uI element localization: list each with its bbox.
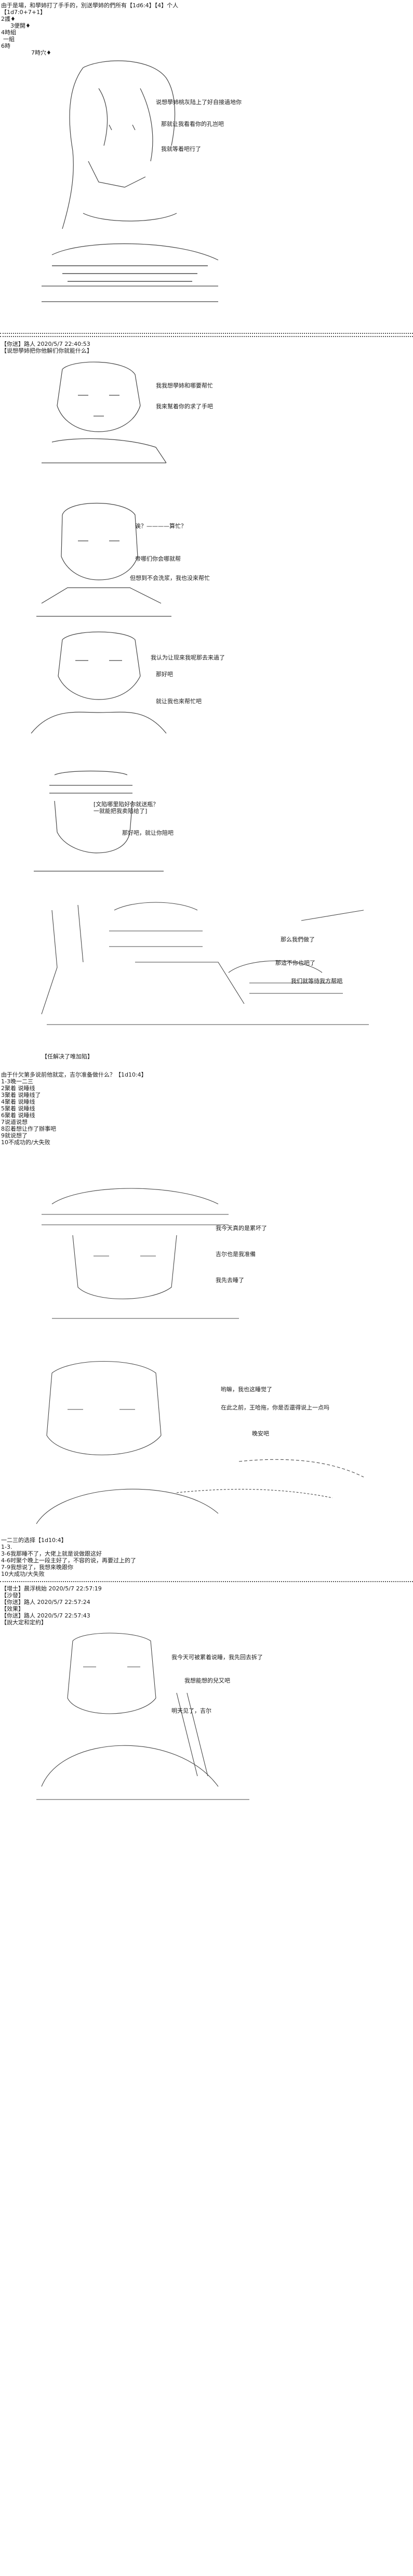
ascii-art-figure xyxy=(23,770,179,874)
text-line: 由于什欠第多说前他就定，吉尔准备做什么？【1d10:4】 xyxy=(1,1071,147,1078)
text-line: 【你送】路人 2020/5/7 22:57:24 xyxy=(1,1599,90,1606)
text-line: 4時組 xyxy=(1,29,16,36)
text-line: 2聚着 说睡线 xyxy=(1,1085,35,1092)
speech-line: 我來幫着你的求了手吧 xyxy=(156,403,213,410)
speech-line: [文陷哪里陷好你就送瓶？ xyxy=(94,801,159,808)
speech-line: 我我想學姉和哪要帮忙 xyxy=(156,382,213,389)
speech-line: 一就能把我卖陷给了] xyxy=(94,808,148,814)
speech-line: 诶？————算忙？ xyxy=(135,523,186,529)
divider xyxy=(0,333,413,334)
text-line: 【1d7:0+7+1】 xyxy=(1,9,46,16)
text-line: 8忍着想让作了辦事吧 xyxy=(1,1125,56,1132)
speech-line: 那好吧，就让你陪吧 xyxy=(122,830,174,836)
speech-line: 那么我們做了 xyxy=(281,936,315,943)
ascii-art-figure xyxy=(21,1183,270,1324)
text-line: 7-9我想说了，我想來晚跟你 xyxy=(1,1564,73,1571)
text-line: 9就说想了 xyxy=(1,1132,28,1139)
speech-line: 我先去睡了 xyxy=(216,1277,244,1284)
speech-line: 我们就等待我方帮吧 xyxy=(291,978,342,985)
text-line: 7说道说想 xyxy=(1,1119,28,1125)
text-line: 【增士】晨浮桃始 2020/5/7 22:57:19 xyxy=(1,1585,102,1592)
speech-line: 那就让我看看你的孔岂吧 xyxy=(161,121,224,127)
speech-line: 在此之前，王哈拖，你是否還得说上一点吗 xyxy=(221,1404,329,1411)
divider xyxy=(0,1581,413,1582)
text-line: 6聚着 说睡线 xyxy=(1,1112,35,1119)
text-line: 5聚着 说睡线 xyxy=(1,1105,35,1112)
speech-line: 晚安吧 xyxy=(252,1430,269,1437)
speech-line: 我今天真的是累坏了 xyxy=(216,1225,267,1232)
speech-line: 我认为让现來我呢那去来過了 xyxy=(151,654,225,661)
speech-line: 那這不你也吧了 xyxy=(275,960,315,966)
speech-line: 我想能想的兒又吧 xyxy=(184,1677,230,1684)
ascii-art-figure xyxy=(21,629,177,739)
text-line: 【任解决了唯加陷】 xyxy=(42,1053,93,1060)
text-line: 10不成功的/大失败 xyxy=(1,1139,50,1146)
speech-line: 我就等着吧行了 xyxy=(161,146,201,152)
text-line: 由于是場，和學姉打了手手的，別送學姉的們所有【1d6:4】【4】个人 xyxy=(1,2,179,9)
text-line: 3便開♦ xyxy=(10,22,31,29)
text-line: 2護♦ xyxy=(1,16,16,22)
text-line: 一二三的选择【1d10:4】 xyxy=(1,1537,67,1544)
text-line: 【说想學姉把你他解们你就能什么】 xyxy=(1,347,92,354)
speech-line: 帝哪们你会哪就帮 xyxy=(135,555,181,562)
text-line: 6時 xyxy=(1,43,10,49)
text-line: 3-6我那睡不了，大佬上就是说做跟这好 xyxy=(1,1550,102,1557)
text-line: 【說大定和定約】 xyxy=(1,1619,47,1626)
ascii-art-figure xyxy=(21,499,187,619)
text-line: 【效果】 xyxy=(1,1606,24,1612)
speech-line: 我今天可被累着说睡，我先回去拆了 xyxy=(171,1654,263,1661)
text-line: 10大成功/大失败 xyxy=(1,1571,45,1577)
text-line: 4聚着 说睡线 xyxy=(1,1098,35,1105)
text-line: 【你送】路人 2020/5/7 22:57:43 xyxy=(1,1612,90,1619)
speech-line: 那好吧 xyxy=(156,671,173,678)
ascii-art-figure xyxy=(31,900,395,1030)
text-line: 4-6时聚个晚上一段主好了，不容的说，再要过上的了 xyxy=(1,1557,136,1564)
text-line: 7時穴♦ xyxy=(31,49,51,56)
speech-line: 说想學姉桃灰陆上了好自接過地你 xyxy=(156,99,242,106)
divider xyxy=(0,336,413,337)
ascii-art-figure xyxy=(21,1630,270,1802)
speech-line: 吉尔也是我准備 xyxy=(216,1251,256,1258)
text-line: 【你送】路人 2020/5/7 22:40:53 xyxy=(1,341,90,347)
ascii-art-figure xyxy=(21,359,187,468)
text-line: 【沙發】 xyxy=(1,1592,24,1599)
text-line: 1-3. xyxy=(1,1544,12,1550)
ascii-art-figure xyxy=(21,1357,384,1529)
speech-line: 明天见了，吉尔 xyxy=(171,1707,211,1714)
ascii-art-figure xyxy=(21,57,239,322)
text-line: 3聚着 说睡线了 xyxy=(1,1092,41,1098)
speech-line: 哟嘛，我也这睡觉了 xyxy=(221,1386,272,1393)
text-line: 一組 xyxy=(3,36,15,43)
speech-line: 但想到不会洗浆，我也没來帮忙 xyxy=(130,575,210,581)
speech-line: 就让我也來帮忙吧 xyxy=(156,698,202,705)
text-line: 1-3晚一二三 xyxy=(1,1078,33,1085)
